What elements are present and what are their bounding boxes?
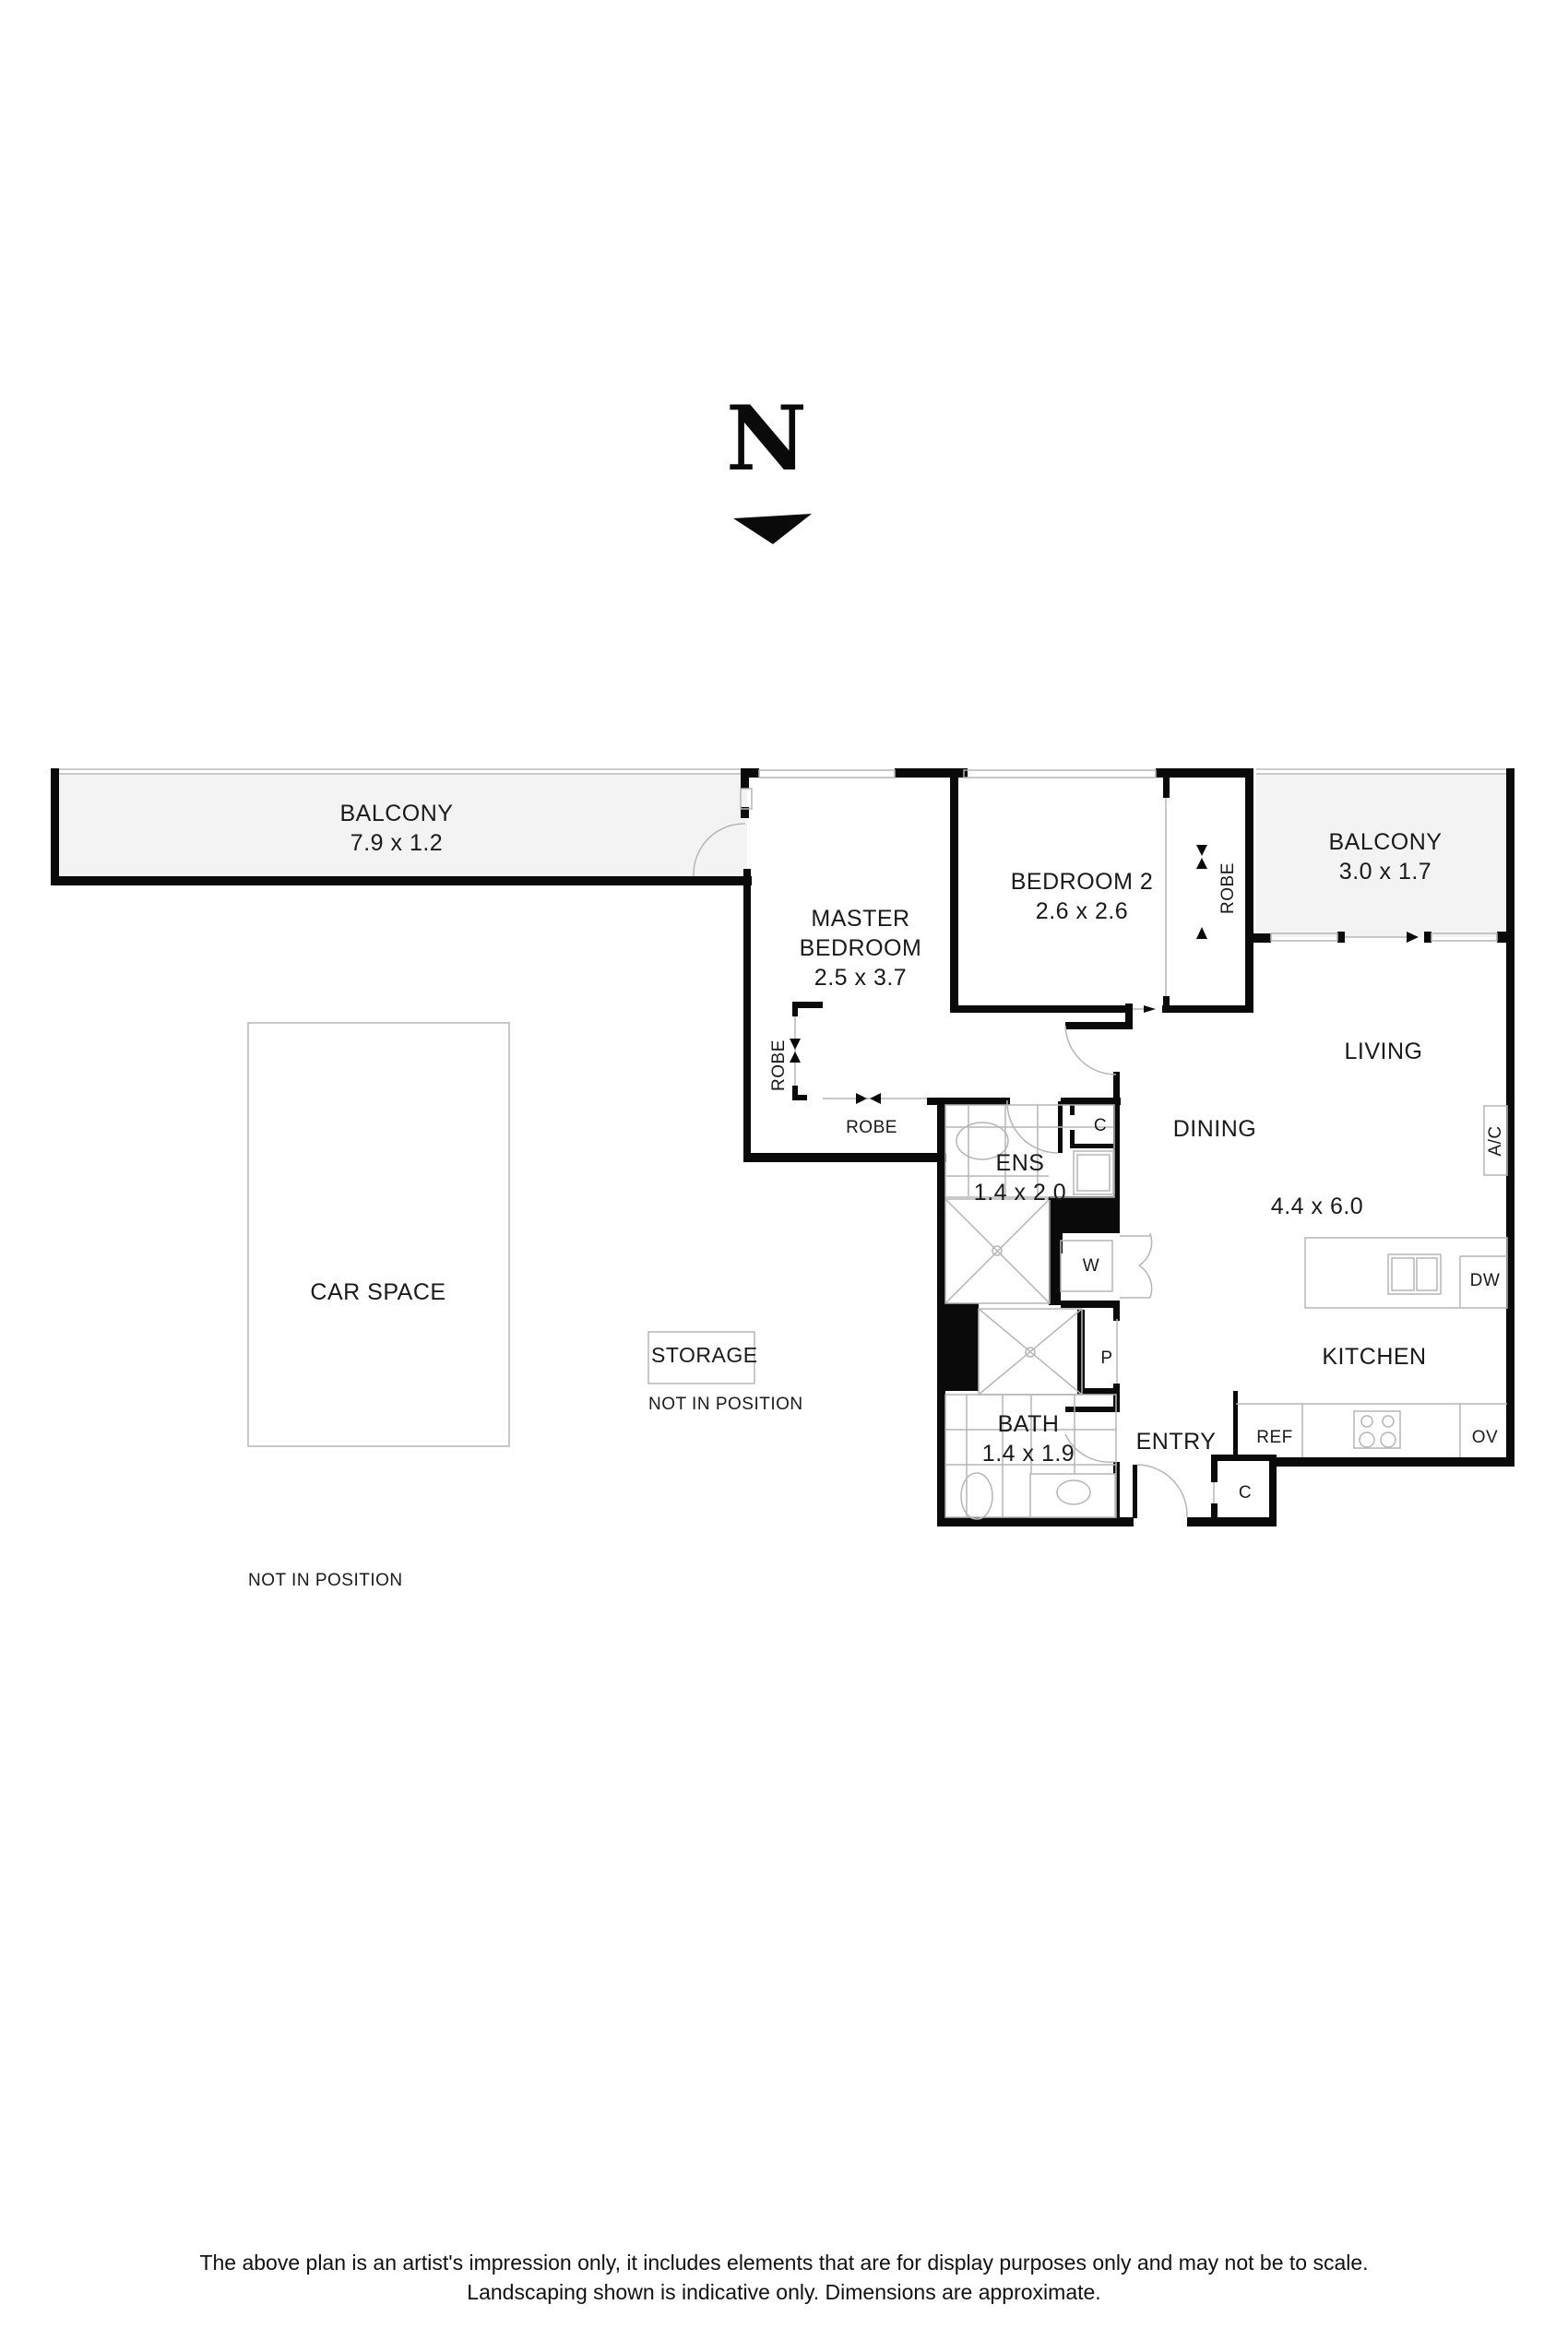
room-name: BEDROOM bbox=[799, 935, 922, 961]
robe-master-bottom-label: ROBE bbox=[846, 1118, 897, 1137]
pantry-label: P bbox=[1100, 1348, 1113, 1368]
dishwasher-label: DW bbox=[1469, 1271, 1501, 1290]
room-dims: 3.0 x 1.7 bbox=[1338, 859, 1432, 885]
car-space-note: NOT IN POSITION bbox=[248, 1571, 403, 1590]
room-name: BALCONY bbox=[339, 801, 454, 826]
fridge-label: REF bbox=[1256, 1428, 1293, 1447]
room-name: MASTER bbox=[811, 906, 910, 932]
room-balcony-west: BALCONY 7.9 x 1.2 bbox=[304, 799, 489, 858]
ac-label: A/C bbox=[1486, 1125, 1505, 1157]
fixture-lines bbox=[247, 769, 1508, 1520]
room-dims: 2.6 x 2.6 bbox=[1035, 898, 1129, 924]
room-dims: 1.4 x 1.9 bbox=[981, 1441, 1075, 1467]
room-name: ENS bbox=[995, 1150, 1045, 1176]
room-bath: BATH 1.4 x 1.9 bbox=[936, 1409, 1121, 1468]
room-living: LIVING bbox=[1344, 1039, 1423, 1064]
balcony-east-area bbox=[1256, 773, 1507, 937]
room-dims: 2.5 x 3.7 bbox=[814, 965, 908, 991]
storage: STORAGE bbox=[651, 1343, 758, 1367]
cupboard-entry-label: C bbox=[1238, 1483, 1253, 1503]
north-arrow-icon bbox=[733, 514, 812, 544]
room-entry: ENTRY bbox=[1135, 1429, 1217, 1455]
disclaimer-line-2: Landscaping shown is indicative only. Di… bbox=[467, 2280, 1101, 2304]
room-dining: DINING bbox=[1172, 1116, 1257, 1142]
laundry-label: W bbox=[1082, 1256, 1100, 1276]
room-bedroom-2: BEDROOM 2 2.6 x 2.6 bbox=[990, 867, 1174, 926]
room-name: BATH bbox=[997, 1411, 1060, 1437]
room-name: BEDROOM 2 bbox=[1010, 869, 1154, 895]
oven-label: OV bbox=[1471, 1428, 1499, 1447]
balcony-west-area bbox=[55, 773, 747, 876]
room-kitchen: KITCHEN bbox=[1322, 1344, 1427, 1370]
room-dims: 7.9 x 1.2 bbox=[350, 830, 444, 856]
room-name: BALCONY bbox=[1328, 829, 1443, 855]
robe-master-side-label: ROBE bbox=[769, 1039, 789, 1091]
storage-note: NOT IN POSITION bbox=[648, 1395, 803, 1414]
room-master-bedroom: MASTER BEDROOM 2.5 x 3.7 bbox=[768, 904, 953, 992]
robe-bedroom2-label: ROBE bbox=[1218, 862, 1238, 914]
north-indicator: N bbox=[726, 386, 807, 491]
room-dims: 1.4 x 2.0 bbox=[973, 1180, 1067, 1206]
walls bbox=[51, 768, 1515, 1526]
disclaimer-line-1: The above plan is an artist's impression… bbox=[199, 2251, 1369, 2275]
room-ensuite: ENS 1.4 x 2.0 bbox=[928, 1148, 1112, 1207]
cupboard-ens-label: C bbox=[1093, 1116, 1108, 1135]
room-living-dining-dims: 4.4 x 6.0 bbox=[1270, 1194, 1364, 1219]
room-balcony-east: BALCONY 3.0 x 1.7 bbox=[1293, 827, 1478, 886]
car-space: CAR SPACE bbox=[310, 1279, 446, 1305]
